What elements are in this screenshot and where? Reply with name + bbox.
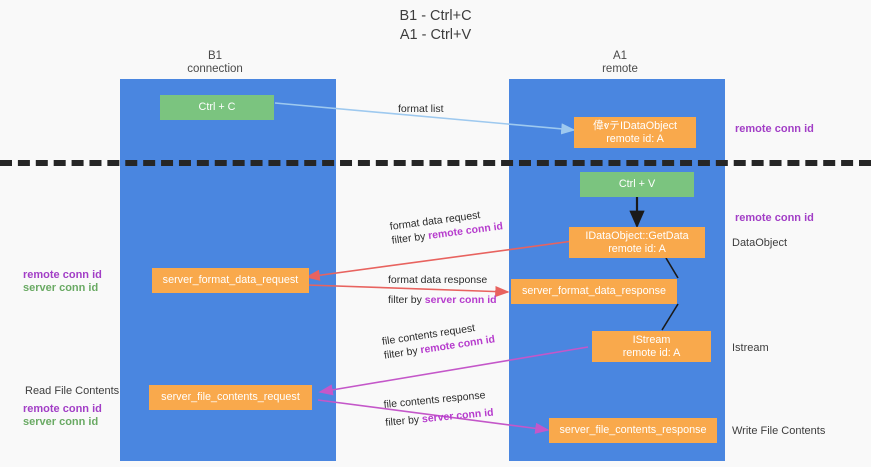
node-istream-line1: IStream	[632, 333, 671, 346]
side-label-remote-conn-id-mid: remote conn id	[735, 212, 814, 224]
side-label-read-file-contents: Read File Contents	[25, 385, 120, 397]
node-server-file-contents-response-label: server_file_contents_response	[559, 424, 707, 436]
page-title: B1 - Ctrl+C A1 - Ctrl+V	[399, 8, 472, 43]
side-label-left-bottom-server: server conn id	[23, 416, 99, 428]
node-idataobject-top-line1: 偉ⱴテIDataObject	[592, 119, 677, 132]
edge-filter-prefix-1: filter by	[390, 230, 429, 247]
node-server-format-data-response-label: server_format_data_response	[521, 285, 667, 297]
node-ctrl-c[interactable]: Ctrl + C	[160, 95, 274, 120]
side-label-left-bottom-remote: remote conn id	[23, 403, 102, 415]
edge-filter-value-2: server conn id	[424, 294, 497, 306]
side-label-left-mid-remote: remote conn id	[23, 269, 102, 281]
edge-label-file-contents-response: file contents response filter by server …	[383, 388, 494, 430]
node-server-file-contents-response[interactable]: server_file_contents_response	[549, 418, 717, 443]
side-label-remote-conn-id-top: remote conn id	[735, 123, 814, 135]
node-getdata-line2: remote id: A	[608, 242, 666, 255]
node-server-file-contents-request-label: server_file_contents_request	[161, 391, 300, 403]
edge-filter-prefix-3: filter by	[383, 344, 422, 362]
edge-label-format-data-response-line1: format data response	[388, 274, 488, 286]
node-server-format-data-request[interactable]: server_format_data_request	[152, 268, 309, 293]
node-getdata-line1: IDataObject::GetData	[585, 229, 689, 242]
node-server-file-contents-request[interactable]: server_file_contents_request	[149, 385, 312, 410]
edge-filter-value-4: server conn id	[421, 406, 495, 426]
node-ctrl-v-line1: Ctrl + V	[618, 178, 656, 190]
node-getdata[interactable]: IDataObject::GetData remote id: A	[569, 227, 705, 258]
side-label-write-file-contents: Write File Contents	[732, 425, 826, 437]
side-label-istream: Istream	[732, 342, 769, 354]
edge-filter-prefix-2: filter by	[388, 294, 425, 306]
edge-label-format-data-response: format data response filter by server co…	[388, 273, 497, 307]
node-idataobject-top[interactable]: 偉ⱴテIDataObject remote id: A	[574, 117, 696, 148]
side-label-dataobject: DataObject	[732, 237, 788, 249]
column-header-a1: A1 remote	[602, 50, 638, 75]
edge-label-format-data-request: format data request filter by remote con…	[389, 205, 504, 247]
node-server-format-data-response[interactable]: server_format_data_response	[511, 279, 677, 304]
node-ctrl-v[interactable]: Ctrl + V	[580, 172, 694, 197]
node-ctrl-c-line1: Ctrl + C	[198, 101, 236, 113]
edge-filter-prefix-4: filter by	[384, 413, 423, 429]
column-header-b1: B1 connection	[187, 50, 243, 75]
edge-label-file-contents-request: file contents request filter by remote c…	[381, 318, 496, 362]
node-istream-line2: remote id: A	[622, 346, 681, 359]
edge-label-format-list: format list	[398, 103, 444, 115]
node-server-format-data-request-label: server_format_data_request	[162, 274, 299, 286]
phase-divider	[0, 160, 871, 166]
node-idataobject-top-line2: remote id: A	[606, 132, 664, 145]
side-label-left-mid-server: server conn id	[23, 282, 99, 294]
node-istream[interactable]: IStream remote id: A	[592, 331, 711, 362]
edge-label-format-data-response-line2: filter by server conn id	[388, 293, 497, 307]
